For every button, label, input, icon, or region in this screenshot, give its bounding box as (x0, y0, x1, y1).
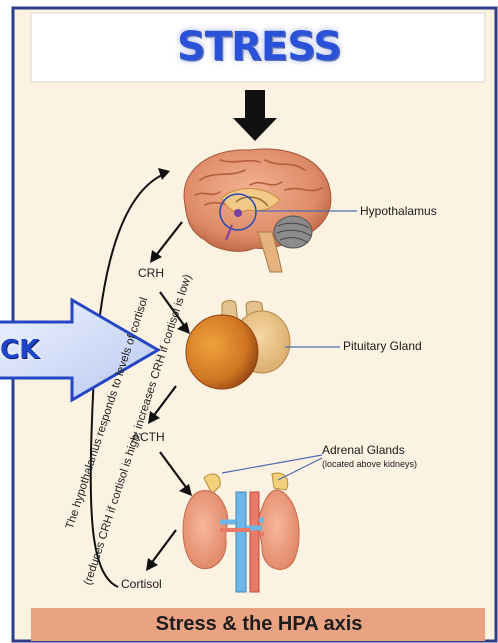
footer-caption: Stress & the HPA axis (33, 608, 485, 640)
callout-text: CK (0, 330, 50, 370)
adrenal-note: (located above kidneys) (322, 459, 417, 469)
cortisol-label: Cortisol (121, 577, 162, 591)
adrenal-label: Adrenal Glands (322, 443, 405, 457)
hypothalamus-label: Hypothalamus (360, 204, 437, 218)
pituitary-label: Pituitary Gland (343, 339, 422, 353)
page-title: STRESS (33, 16, 485, 78)
crh-label: CRH (138, 266, 164, 280)
